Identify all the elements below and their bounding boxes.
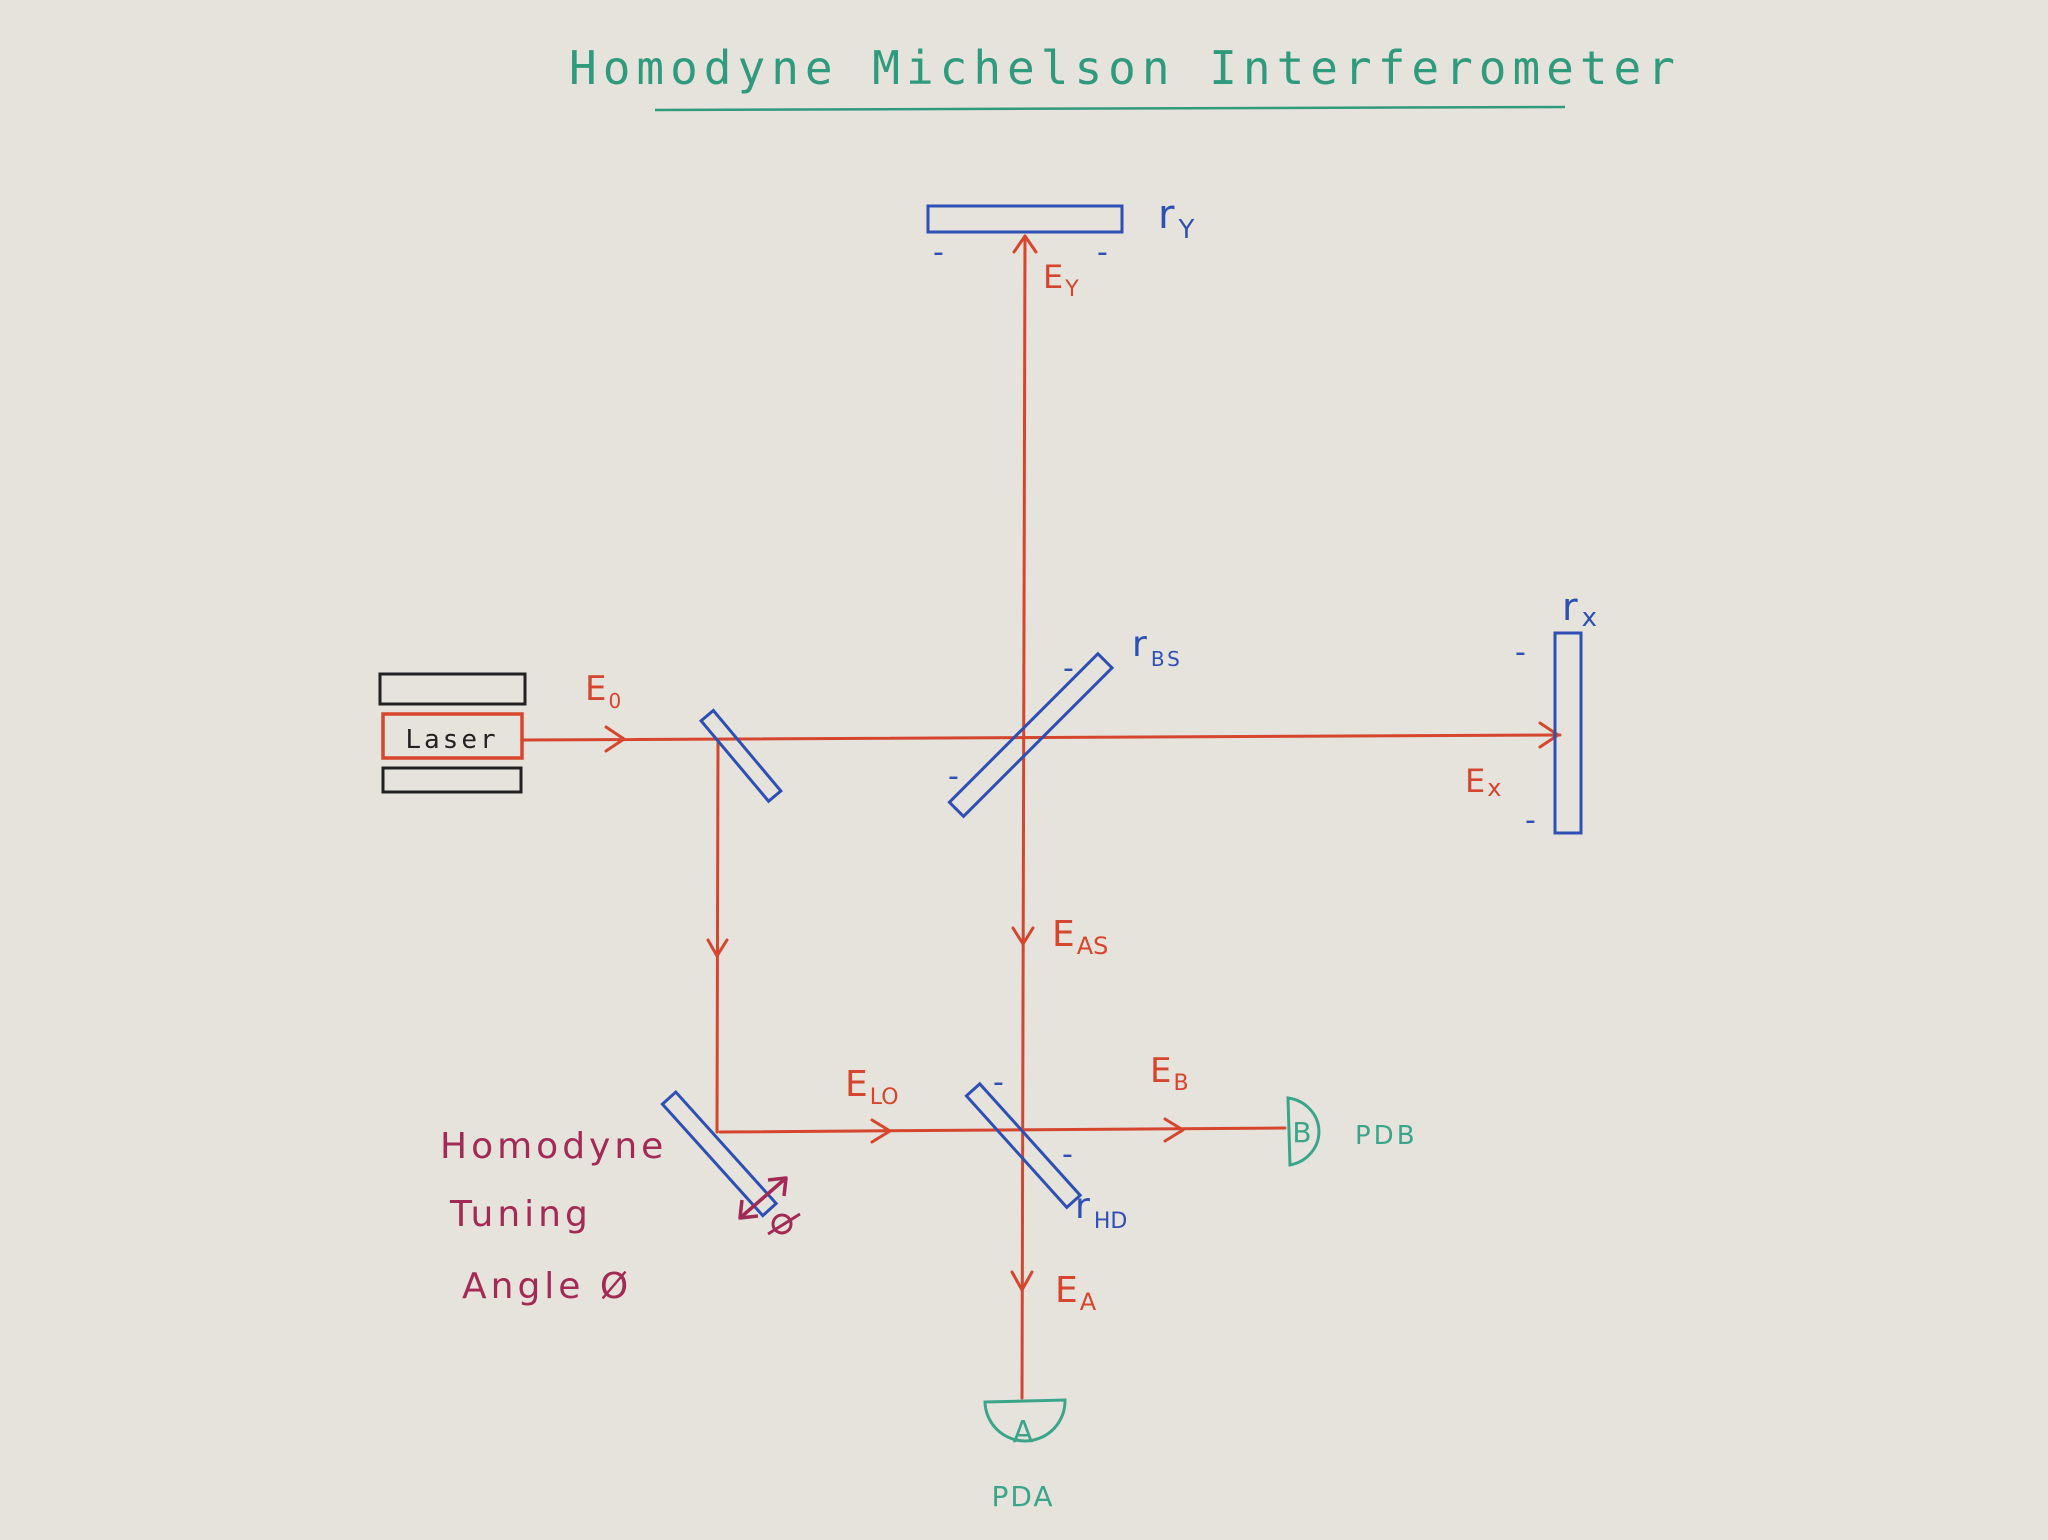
field-eb-label: EB bbox=[1150, 1051, 1189, 1096]
tuning-arrow-head-down bbox=[738, 1199, 759, 1220]
photodetector-a-label: PDA bbox=[991, 1480, 1054, 1513]
mirror-y-mark-left: - bbox=[933, 235, 944, 270]
arrow-eas bbox=[1011, 926, 1035, 946]
field-ex-label: Ex bbox=[1465, 762, 1501, 802]
arrow-e0 bbox=[604, 725, 626, 753]
laser-housing-bottom bbox=[381, 766, 523, 794]
phi-symbol-slash bbox=[767, 1212, 801, 1236]
main-beamsplitter bbox=[947, 651, 1115, 819]
arrow-elo bbox=[870, 1118, 892, 1144]
photodetector-a: A PDA bbox=[983, 1398, 1067, 1513]
homodyne-bs-mark-top: - bbox=[993, 1065, 1004, 1100]
field-ea-label: EA bbox=[1055, 1270, 1097, 1316]
tuning-label-line2: Tuning bbox=[449, 1194, 592, 1235]
photodetector-a-shape bbox=[983, 1398, 1067, 1443]
laser-body bbox=[381, 712, 524, 760]
arrow-ea bbox=[1010, 1270, 1034, 1292]
homodyne-tuning-mirror bbox=[660, 1089, 779, 1218]
mirror-y bbox=[926, 204, 1124, 234]
mirror-y-mark-right: - bbox=[1097, 235, 1108, 270]
laser-label: Laser bbox=[405, 725, 498, 755]
photodetector-b-label: PDB bbox=[1355, 1121, 1418, 1151]
tuning-control bbox=[738, 1176, 801, 1236]
beamsplitter-mark-bottom: - bbox=[948, 759, 959, 794]
field-eas-label: EAS bbox=[1052, 914, 1108, 960]
phi-symbol-icon bbox=[771, 1213, 793, 1235]
arrow-lo-down bbox=[706, 938, 729, 958]
mirror-x-mark-bottom: - bbox=[1525, 803, 1536, 838]
laser-housing-top bbox=[378, 672, 527, 706]
pickoff-beamsplitter bbox=[698, 708, 783, 804]
arrow-eb bbox=[1163, 1117, 1185, 1143]
photodetector-a-letter: A bbox=[1013, 1415, 1034, 1450]
beam-horizontal-lower bbox=[718, 1126, 1287, 1134]
tuning-label-line3: Angle Ø bbox=[462, 1266, 632, 1307]
photodetector-b: B PDB bbox=[1286, 1096, 1418, 1167]
field-elo-label: ELO bbox=[845, 1064, 899, 1110]
tuning-label-line1: Homodyne bbox=[440, 1126, 667, 1167]
diagram-title: Homodyne Michelson Interferometer bbox=[569, 41, 1681, 95]
homodyne-bs-mark-bottom: - bbox=[1062, 1137, 1073, 1172]
photodetector-b-letter: B bbox=[1292, 1116, 1311, 1149]
mirror-x-mark-top: - bbox=[1515, 635, 1526, 670]
laser: Laser bbox=[378, 672, 527, 794]
mirror-x bbox=[1553, 631, 1583, 835]
tuning-arrow-line bbox=[738, 1176, 788, 1220]
beamsplitter-mark-top: - bbox=[1063, 651, 1074, 686]
homodyne-beamsplitter bbox=[964, 1081, 1083, 1210]
arrow-ey bbox=[1012, 234, 1038, 254]
title-underline bbox=[654, 105, 1566, 112]
field-ey-label: EY bbox=[1043, 258, 1079, 302]
arrow-ex bbox=[1538, 721, 1560, 749]
tuning-arrow-head-up bbox=[767, 1176, 788, 1197]
photodetector-b-shape bbox=[1286, 1096, 1321, 1167]
beam-vertical-main bbox=[1020, 234, 1027, 1400]
beam-local-oscillator-vertical bbox=[715, 738, 720, 1134]
